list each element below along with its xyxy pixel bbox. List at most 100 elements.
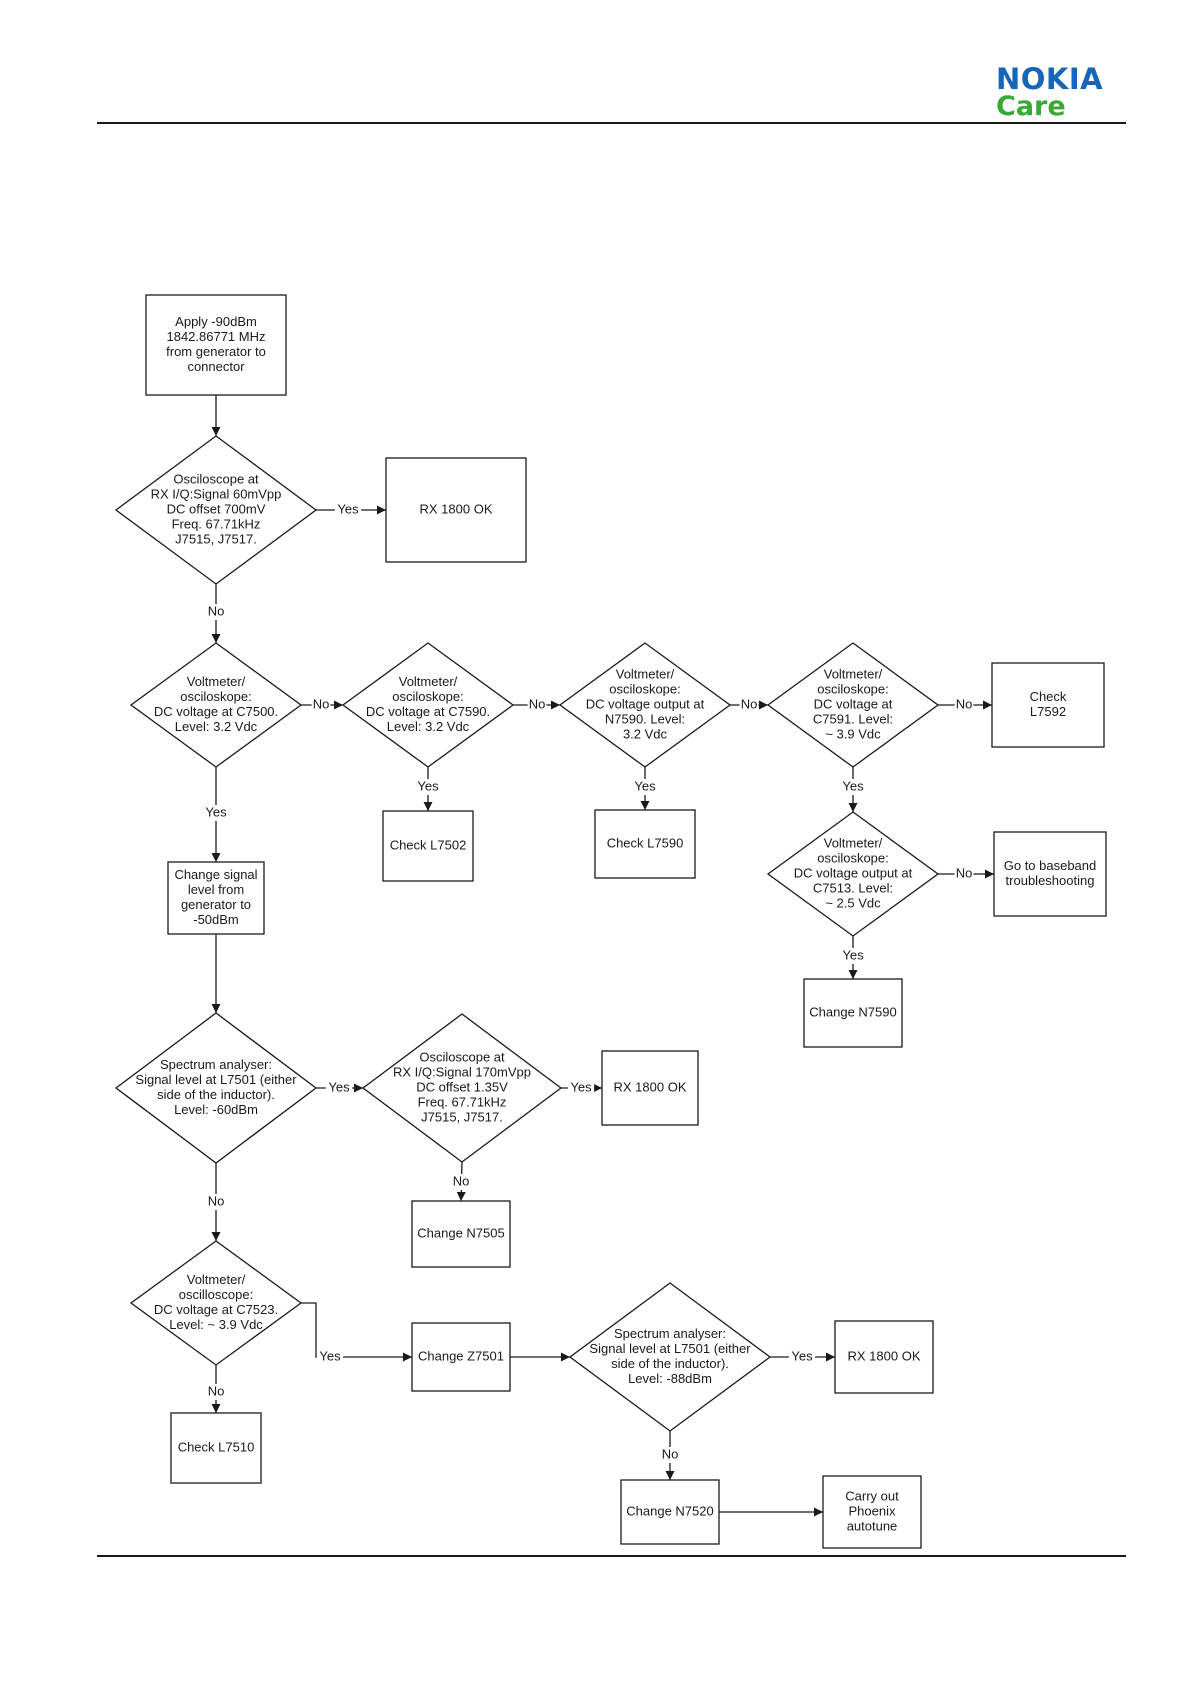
logo-subtitle: Care [996,91,1066,122]
node-text-line: RX 1800 OK [614,1079,687,1094]
decision-diamond [129,642,303,768]
node-check-l7590: Check L7590 [594,809,696,879]
edge-label-yes: Yes [319,1348,341,1363]
node-text-line: DC offset 700mV [167,501,266,516]
process-box [170,1412,262,1484]
edge-label-no: No [453,1173,470,1188]
nokia-care-logo: NOKIA Care [996,64,1126,124]
node-text-line: side of the inductor). [611,1356,729,1371]
node-d-spec1: Spectrum analyser:Signal level at L7501 … [114,1012,318,1164]
node-text-line: oscilloscope: [179,1287,253,1302]
node-text-line: Carry out [845,1488,899,1503]
process-box [993,831,1107,917]
node-text-line: osciloskope: [817,681,889,696]
flow-arrow [301,1302,412,1362]
edge-label-bg [954,866,974,882]
node-text-line: side of the inductor). [157,1087,275,1102]
decision-diamond [766,811,940,937]
node-text-line: Change N7520 [626,1503,713,1518]
edge-label-yes: Yes [791,1348,813,1363]
node-text-line: Spectrum analyser: [614,1326,726,1341]
node-text-line: J7515, J7517. [175,531,257,546]
node-change-n7590: Change N7590 [803,978,903,1048]
process-box [822,1475,922,1549]
process-box [411,1200,511,1268]
node-text-line: DC voltage at C7500. [154,704,278,719]
edge-label-bg [316,1349,344,1365]
node-text-line: osciloskope: [180,689,252,704]
node-change-n7520: Change N7520 [620,1479,720,1545]
edge-label-bg [788,1349,816,1365]
process-box [145,294,287,396]
node-text-line: RX I/Q:Signal 60mVpp [151,486,282,501]
node-text-line: osciloskope: [817,850,889,865]
edge-label-bg [325,1080,353,1096]
node-text-line: Change signal [174,867,257,882]
node-d-spec2: Spectrum analyser:Signal level at L7501 … [568,1282,772,1432]
node-text-line: Go to baseband [1004,858,1097,873]
node-text-line: Osciloscope at [419,1049,505,1064]
node-text-line: troubleshooting [1006,873,1095,888]
node-text-line: Check [1030,689,1067,704]
header-rule [97,122,1126,124]
node-text-line: Level: 3.2 Vdc [387,719,470,734]
node-text-line: C7513. Level: [813,880,893,895]
node-check-l7502: Check L7502 [382,810,474,882]
footer-rule [97,1555,1126,1557]
process-box [803,978,903,1048]
node-text-line: Voltmeter/ [824,835,883,850]
node-text-line: DC voltage at C7590. [366,704,490,719]
decision-diamond [114,435,318,585]
decision-diamond [361,1013,563,1163]
edge-label-bg [206,1194,226,1210]
node-text-line: Change N7505 [417,1225,504,1240]
node-text-line: C7591. Level: [813,711,893,726]
process-box [601,1050,699,1126]
node-text-line: DC voltage output at [794,865,913,880]
node-text-line: L7592 [1030,704,1066,719]
node-text-line: Change N7590 [809,1004,896,1019]
node-text-line: DC voltage at [814,696,893,711]
node-text-line: 1842.86771 MHz [166,329,265,344]
node-text-line: Spectrum analyser: [160,1057,272,1072]
process-box [620,1479,720,1545]
edge-label-bg [739,697,759,713]
edge-label-yes: Yes [328,1079,350,1094]
node-rx-ok-3: RX 1800 OK [834,1320,934,1394]
logo-wordmark: NOKIA [996,62,1104,96]
node-text-line: Voltmeter/ [616,666,675,681]
node-text-line: Voltmeter/ [187,674,246,689]
node-text-line: 3.2 Vdc [623,726,668,741]
node-check-l7510: Check L7510 [170,1412,262,1484]
node-text-line: Apply -90dBm [175,314,257,329]
edge-label-yes: Yes [417,778,439,793]
node-text-line: ~ 3.9 Vdc [825,726,881,741]
decision-diamond [114,1012,318,1164]
node-text-line: DC voltage at C7523. [154,1302,278,1317]
node-text-line: DC voltage output at [586,696,705,711]
node-text-line: generator to [181,897,251,912]
edge-label-bg [527,697,547,713]
node-text-line: Check L7502 [390,837,467,852]
edge-label-bg [567,1080,595,1096]
edge-label-no: No [662,1446,679,1461]
edge-label-bg [839,779,867,795]
node-text-line: RX 1800 OK [420,501,493,516]
node-text-line: osciloskope: [609,681,681,696]
decision-diamond [558,642,732,768]
process-box [991,662,1105,748]
node-text-line: from generator to [166,344,266,359]
edge-label-bg [206,604,226,620]
decision-diamond [568,1282,772,1432]
process-box [411,1322,511,1392]
node-text-line: RX 1800 OK [848,1348,921,1363]
edge-label-no: No [956,865,973,880]
process-box [385,457,527,563]
